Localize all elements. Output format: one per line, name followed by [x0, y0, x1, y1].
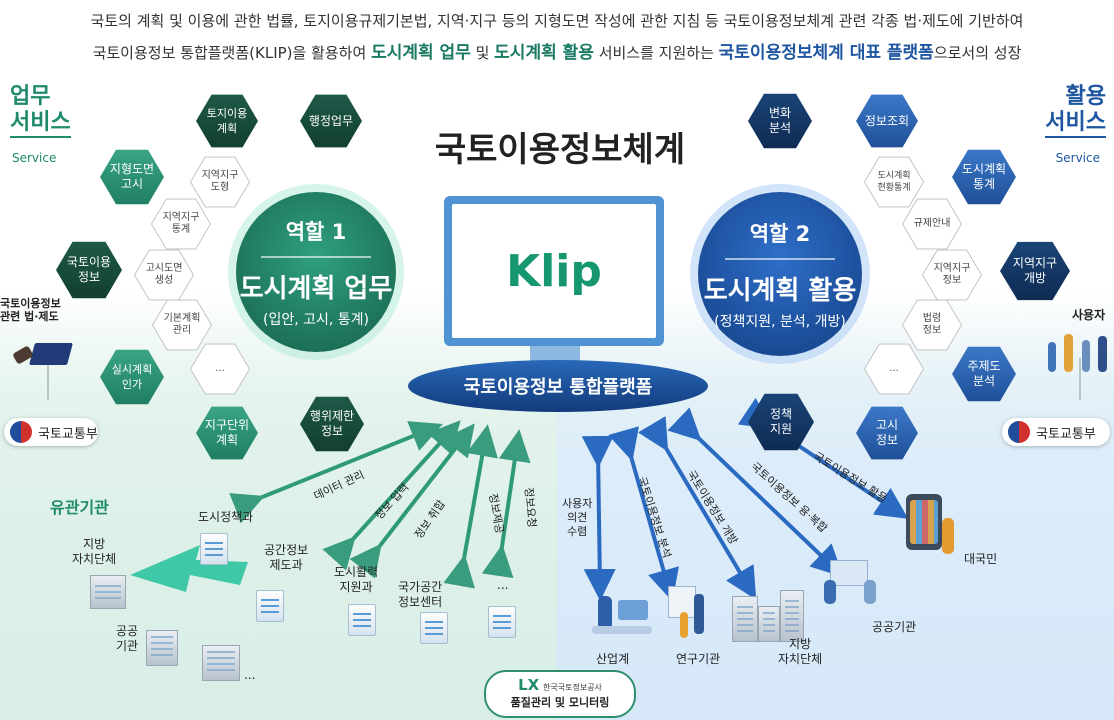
molit-right-label: 국토교통부 [1036, 426, 1096, 442]
local-gov-building-icon [90, 575, 126, 609]
header-text-a: 국토이용정보 통합플랫폼(KLIP)을 활용하여 [92, 44, 372, 62]
research-people-icon [664, 582, 714, 642]
public-agency-people-icon [822, 556, 882, 606]
role1-divider [261, 255, 371, 258]
role2-sub: (정책지원, 분석, 개방) [714, 313, 846, 330]
industry-people-icon [588, 590, 658, 640]
role1-main: 도시계획 업무 [239, 273, 393, 304]
local-gov-tower2-icon [758, 606, 780, 642]
platform-base: 국토이용정보 통합플랫폼 [408, 360, 708, 412]
label-citizen: 대국민 [964, 552, 998, 566]
lx-org: 한국국토정보공사 [543, 683, 602, 692]
label-dots-right-server: ... [497, 578, 509, 592]
korea-emblem-icon-right [1008, 421, 1030, 443]
right-service-title: 활용 서비스 [1045, 84, 1106, 138]
server-vitality-icon [348, 604, 376, 636]
local-gov-tower3-icon [780, 590, 804, 642]
main-title: 국토이용정보체계 [434, 130, 686, 170]
hex-etc: ... [191, 344, 249, 394]
hex-guide: 규제안내 [903, 199, 961, 249]
monitor-frame: Klip [444, 196, 664, 346]
role1-circle: 역할 1 도시계획 업무 (입안, 고시, 통계) [236, 192, 396, 352]
users-people-icon [1044, 328, 1112, 376]
law-book-icon [12, 335, 73, 371]
left-service-sub: Service [12, 151, 57, 165]
header-text-g: 으로서의 성장 [933, 44, 1022, 62]
left-service-title-2: 서비스 [10, 110, 71, 138]
klip-logo: Klip [506, 245, 602, 297]
server-urban-policy-icon [200, 533, 228, 565]
monitor-stand [530, 346, 580, 364]
label-research: 연구기관 [676, 652, 721, 666]
hex-admin: 행정업무 [300, 94, 362, 148]
right-service-title-2: 서비스 [1045, 110, 1106, 138]
header-highlight-platform: 국토이용정보체계 대표 플랫폼 [718, 43, 934, 63]
molit-left-label: 국토교통부 [38, 426, 98, 442]
lx-caption: 품질관리 및 모니터링 [510, 696, 610, 709]
label-dots-left: ... [244, 668, 256, 682]
label-public-agency-right: 공공기관 [872, 620, 917, 634]
role2-label: 역할 2 [749, 221, 811, 246]
molit-right-pill: 국토교통부 [1002, 418, 1110, 446]
role1-sub: (입안, 고시, 통계) [262, 311, 369, 328]
header-text-e: 서비스를 지원하는 [593, 44, 719, 62]
header-highlight-work: 도시계획 업무 [371, 43, 471, 63]
label-urban-policy: 도시정책과 [198, 510, 254, 524]
left-service-title: 업무 서비스 [10, 84, 71, 138]
header-line-1: 국토의 계획 및 이용에 관한 법률, 토지이용규제기본법, 지역·지구 등의 … [90, 12, 1024, 30]
monitor-screen: Klip [452, 204, 656, 338]
role2-circle: 역할 2 도시계획 활용 (정책지원, 분석, 개방) [698, 192, 862, 356]
other-building-icon [202, 645, 240, 681]
lx-badge: LX 한국국토정보공사 품질관리 및 모니터링 [484, 670, 636, 718]
users-label: 사용자 [1072, 308, 1106, 322]
public-building-icon [146, 630, 178, 666]
citizen-phone-icon [906, 494, 960, 558]
role1-label: 역할 1 [285, 219, 347, 244]
header-line-2: 국토이용정보 통합플랫폼(KLIP)을 활용하여 도시계획 업무 및 도시계획 … [0, 38, 1114, 63]
left-service-title-1: 업무 [10, 84, 51, 109]
korea-emblem-icon [10, 421, 32, 443]
local-gov-tower-icon [732, 596, 758, 642]
server-national-icon [420, 612, 448, 644]
lx-logo: LX [518, 676, 540, 694]
right-service-title-1: 활용 [1065, 84, 1106, 109]
role2-main: 도시계획 활용 [703, 275, 857, 306]
role2-divider [725, 257, 835, 260]
label-industry: 산업계 [596, 652, 630, 666]
right-service-sub: Service [1055, 151, 1100, 165]
header-highlight-use: 도시계획 활용 [494, 43, 594, 63]
agencies-title: 유관기관 [50, 498, 109, 517]
server-spatial-icon [256, 590, 284, 622]
hex-etc-right: ... [865, 344, 923, 394]
server-etc-icon [488, 606, 516, 638]
lx-logo-row: LX 한국국토정보공사 [486, 676, 634, 694]
molit-left-pill: 국토교통부 [4, 418, 98, 446]
header-text-c: 및 [470, 44, 495, 62]
